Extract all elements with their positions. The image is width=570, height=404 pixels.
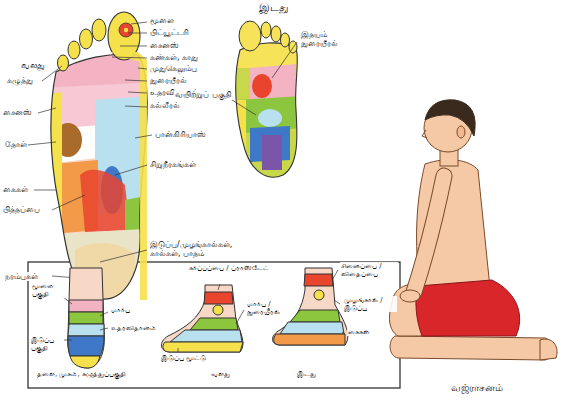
organ-label: கைகள் (2, 185, 29, 194)
organ-label: பிட்யூட்டரி (149, 28, 190, 37)
leader-lines (178, 284, 244, 352)
organ-label: உதரவிதானம் (110, 324, 157, 332)
organ-label: வயிற்றுப் பகுதி (174, 90, 234, 99)
organ-label: இதயம் நுரையீரல் (300, 30, 362, 48)
organ-label: பித்தப்பை (2, 205, 41, 214)
leader-lines (62, 296, 108, 340)
organ-label: மார்பு (110, 306, 131, 314)
organ-label: வலது (210, 370, 231, 378)
organ-label: இடுப்பு பகுதி (30, 336, 64, 352)
organ-label: வலது (20, 60, 46, 70)
organ-label: கண்கள், காது (149, 53, 199, 62)
organ-label: மார்பு / நுரையீரல் (246, 300, 288, 316)
organ-label: இடது (296, 370, 317, 378)
organ-label: கல்லீரல் (149, 101, 181, 110)
organ-label: சைனஸ் (2, 108, 33, 117)
organ-label: மூளை (149, 16, 175, 25)
organ-label: சிறுநீரகங்கள் (149, 160, 197, 169)
inset-foot (68, 268, 105, 368)
organ-label: கைகள் (347, 328, 370, 336)
organ-label: சினைப்பை / விதைப்பை (340, 262, 398, 278)
organ-label: வஜ்ராசனம் (450, 382, 504, 394)
left-foot (230, 21, 305, 185)
leader-lines (28, 22, 152, 278)
right-foot (40, 12, 160, 310)
organ-label: சைனஸ் (149, 41, 180, 50)
seated-man (390, 100, 558, 360)
organ-label: தலை, முகம், கழுத்துப்பகுதி (36, 370, 198, 378)
organ-label: முழங்கால் / இடுப்பு (343, 296, 397, 312)
organ-label: கர்ப்பப்பை / ப்ராஸ்டேட் (188, 264, 270, 272)
organ-label: நுரையீரல் (149, 76, 188, 85)
organ-label: இடுப்பு மூட்டு (160, 354, 207, 362)
organ-label: கழுத்து (6, 76, 34, 85)
organ-label: தோள் (4, 140, 28, 149)
organ-label: இடுப்பு/முழங்கால்கள், கால்கள், பாதம் (149, 240, 261, 258)
inset-frame (28, 262, 400, 388)
organ-label: நரம்புகள் (4, 272, 39, 281)
organ-label: பான்கிரியாஸ் (154, 130, 207, 139)
organ-label: மூளை பகுதி (31, 282, 65, 298)
organ-label: இடது (258, 2, 290, 15)
inset-foot (161, 285, 243, 352)
organ-label: முதுகெலும்பு (149, 64, 198, 73)
leader-lines (232, 42, 297, 115)
